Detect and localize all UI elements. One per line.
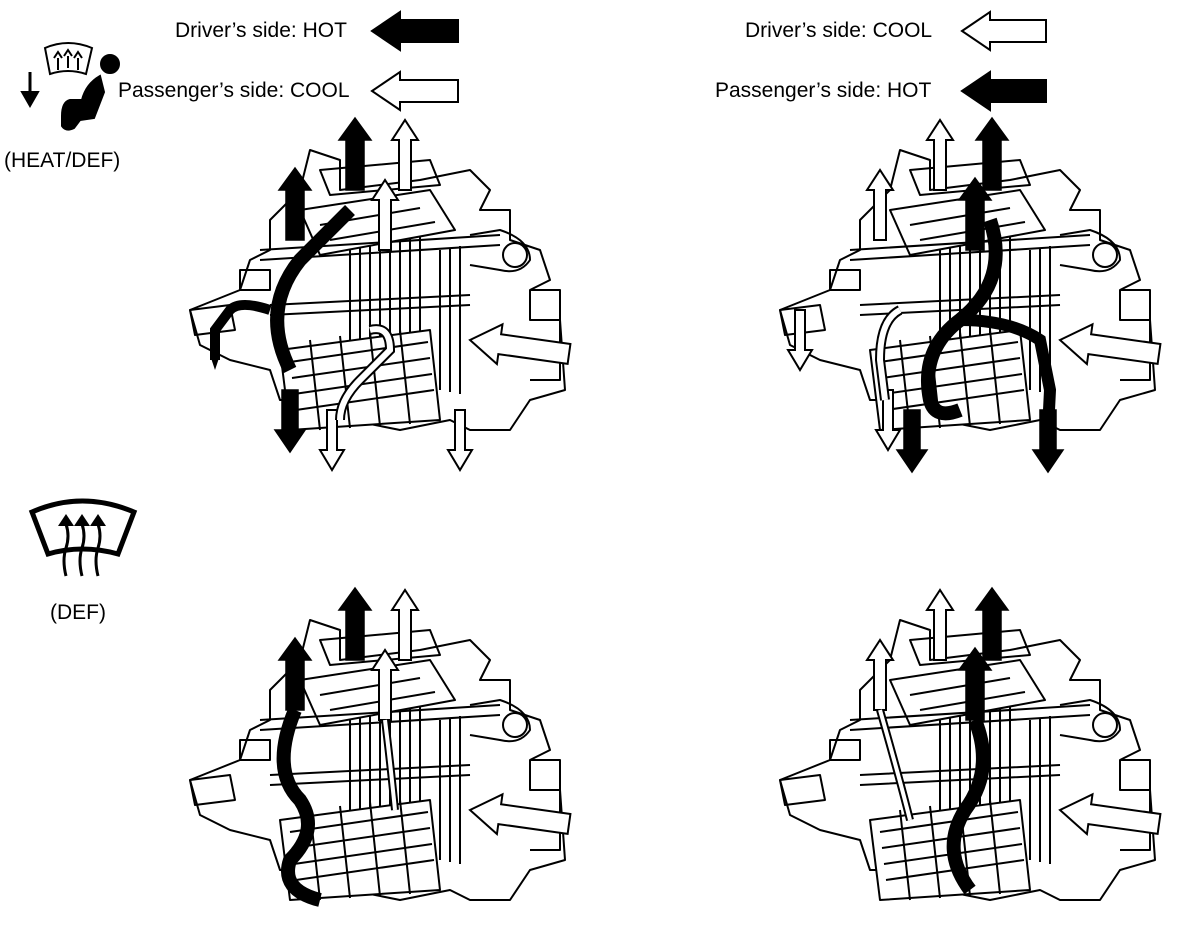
legend-right-cool-arrow-icon [960,10,1047,52]
windshield-defrost-icon [28,498,138,577]
diagram-def-passenger-hot [779,587,1163,901]
seat-defrost-icon [20,42,120,131]
mode-label-heat-def: (HEAT/DEF) [4,149,121,172]
legend-right-passenger-label: Passenger’s side: HOT [715,79,932,102]
diagram-heat-def-driver-hot [189,117,573,471]
legend-left-passenger-label: Passenger’s side: COOL [118,79,350,102]
legend-right-driver-label: Driver’s side: COOL [745,19,933,42]
diagram-def-driver-hot [189,587,573,907]
legend-left-driver-label: Driver’s side: HOT [175,19,347,42]
legend-right-hot-arrow-icon [960,70,1047,112]
mode-label-def: (DEF) [50,601,106,624]
legend-left-hot-arrow-icon [370,10,459,52]
diagram-heat-def-passenger-hot [779,117,1163,473]
legend-left-cool-arrow-icon [370,70,459,112]
